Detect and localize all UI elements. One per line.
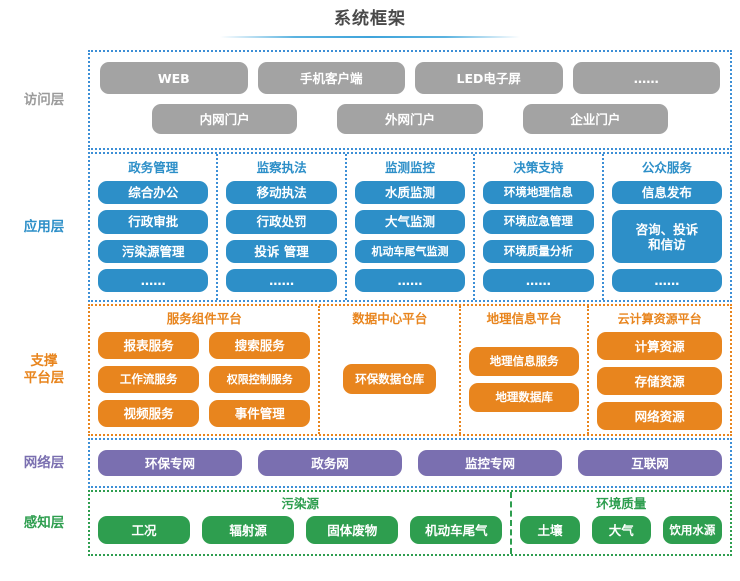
support-item-compute-resource[interactable]: 计算资源 xyxy=(597,332,722,360)
perception-pollution-items: 工况 辐射源 固体废物 机动车尾气 xyxy=(98,514,503,546)
access-item-intranet-portal[interactable]: 内网门户 xyxy=(152,104,298,134)
app-item-more[interactable]: …… xyxy=(483,268,594,292)
layer-row-perception: 感知层 污染源 工况 辐射源 固体废物 机动车尾气 环境质量 土壤 xyxy=(0,490,740,556)
support-column-head: 地理信息平台 xyxy=(486,311,562,326)
app-column-head: 决策支持 xyxy=(513,160,564,175)
access-row-clients: WEB 手机客户端 LED电子屏 …… xyxy=(100,62,720,94)
support-column-head: 云计算资源平台 xyxy=(617,312,702,326)
perception-item-vehicle-exhaust[interactable]: 机动车尾气 xyxy=(410,516,503,544)
app-column-head: 公众服务 xyxy=(641,160,692,175)
support-item-video-service[interactable]: 视频服务 xyxy=(98,400,200,427)
support-item-workflow-service[interactable]: 工作流服务 xyxy=(98,366,200,393)
access-row-portals: 内网门户 外网门户 企业门户 xyxy=(100,104,720,134)
app-item-environment-gis[interactable]: 环境地理信息 xyxy=(483,181,594,205)
support-item-storage-resource[interactable]: 存储资源 xyxy=(597,367,722,395)
app-item-more[interactable]: …… xyxy=(226,268,337,292)
access-item-more[interactable]: …… xyxy=(572,62,720,94)
support-data-center-body: 环保数据仓库 xyxy=(328,332,451,426)
access-layer-section: WEB 手机客户端 LED电子屏 …… 内网门户 外网门户 企业门户 xyxy=(88,50,732,150)
network-item-government-network[interactable]: 政务网 xyxy=(258,450,402,476)
layer-row-network: 网络层 环保专网 政务网 监控专网 互联网 xyxy=(0,438,740,488)
app-item-air-monitoring[interactable]: 大气监测 xyxy=(354,210,466,234)
app-item-mobile-enforcement[interactable]: 移动执法 xyxy=(226,181,337,205)
app-item-complaint-mgmt[interactable]: 投诉 管理 xyxy=(226,239,337,263)
network-row: 环保专网 政务网 监控专网 互联网 xyxy=(98,450,722,476)
app-item-water-quality-monitoring[interactable]: 水质监测 xyxy=(354,181,466,205)
support-column-head: 服务组件平台 xyxy=(166,311,242,326)
perception-item-air[interactable]: 大气 xyxy=(591,516,651,544)
access-item-mobile-client[interactable]: 手机客户端 xyxy=(257,62,405,94)
perception-group-environment-quality: 环境质量 土壤 大气 饮用水源 xyxy=(512,492,730,554)
app-item-comprehensive-office[interactable]: 综合办公 xyxy=(98,181,209,205)
support-item-environment-data-warehouse[interactable]: 环保数据仓库 xyxy=(343,364,437,394)
app-column-government-affairs: 政务管理 综合办公 行政审批 污染源管理 …… xyxy=(90,154,219,300)
app-item-more[interactable]: …… xyxy=(611,268,723,293)
network-layer-section: 环保专网 政务网 监控专网 互联网 xyxy=(88,438,732,488)
perception-item-radiation-source[interactable]: 辐射源 xyxy=(202,516,295,544)
app-item-more[interactable]: …… xyxy=(354,268,466,292)
perception-item-drinking-water-source[interactable]: 饮用水源 xyxy=(662,516,722,544)
perception-item-soil[interactable]: 土壤 xyxy=(520,516,580,544)
app-column-decision-support: 决策支持 环境地理信息 环境应急管理 环境质量分析 …… xyxy=(475,154,604,300)
perception-item-solid-waste[interactable]: 固体废物 xyxy=(306,516,399,544)
network-item-surveillance-private-network[interactable]: 监控专网 xyxy=(418,450,562,476)
layer-row-access: 访问层 WEB 手机客户端 LED电子屏 …… 内网门户 外网门户 企业门户 xyxy=(0,50,740,150)
application-layer-section: 政务管理 综合办公 行政审批 污染源管理 …… 监察执法 移动执法 行政处罚 投… xyxy=(88,152,732,302)
app-column-public-service: 公众服务 信息发布 咨询、投诉 和信访 …… xyxy=(604,154,730,300)
access-item-enterprise-portal[interactable]: 企业门户 xyxy=(522,104,668,134)
app-item-pollution-source-mgmt[interactable]: 污染源管理 xyxy=(98,239,209,263)
perception-group-pollution-source: 污染源 工况 辐射源 固体废物 机动车尾气 xyxy=(90,492,513,554)
perception-quality-items: 土壤 大气 饮用水源 xyxy=(520,514,722,546)
layer-row-support: 支撑 平台层 服务组件平台 报表服务 搜索服务 工作流服务 权限控制服务 视频服… xyxy=(0,304,740,436)
page-title: 系统框架 xyxy=(334,9,406,29)
support-layer-section: 服务组件平台 报表服务 搜索服务 工作流服务 权限控制服务 视频服务 事件管理 … xyxy=(88,304,732,436)
perception-group-head: 污染源 xyxy=(281,496,319,511)
access-item-extranet-portal[interactable]: 外网门户 xyxy=(337,104,483,134)
layer-label-support: 支撑 平台层 xyxy=(23,353,65,386)
support-service-grid: 报表服务 搜索服务 工作流服务 权限控制服务 视频服务 事件管理 xyxy=(98,332,311,427)
support-item-search-service[interactable]: 搜索服务 xyxy=(209,332,311,359)
support-cloud-body: 计算资源 存储资源 网络资源 xyxy=(597,332,722,430)
perception-layer-section: 污染源 工况 辐射源 固体废物 机动车尾气 环境质量 土壤 大气 饮用水源 xyxy=(88,490,732,556)
support-item-permission-control-service[interactable]: 权限控制服务 xyxy=(209,366,311,393)
app-column-head: 政务管理 xyxy=(128,160,179,175)
support-item-gis-service[interactable]: 地理信息服务 xyxy=(469,346,580,376)
app-item-consult-complaint-petition[interactable]: 咨询、投诉 和信访 xyxy=(611,210,723,263)
perception-item-working-condition[interactable]: 工况 xyxy=(98,516,191,544)
support-column-service-components: 服务组件平台 报表服务 搜索服务 工作流服务 权限控制服务 视频服务 事件管理 xyxy=(90,306,321,434)
support-item-geo-database[interactable]: 地理数据库 xyxy=(469,382,580,412)
diagram-title-block: 系统框架 xyxy=(0,8,740,38)
app-item-environment-emergency-mgmt[interactable]: 环境应急管理 xyxy=(483,210,594,234)
access-item-web[interactable]: WEB xyxy=(100,62,248,94)
layer-label-application: 应用层 xyxy=(23,218,65,235)
support-item-report-service[interactable]: 报表服务 xyxy=(98,332,200,359)
app-item-more[interactable]: …… xyxy=(98,268,209,292)
layer-label-perception: 感知层 xyxy=(23,514,65,531)
app-column-head: 监察执法 xyxy=(256,160,307,175)
layer-label-network: 网络层 xyxy=(23,454,65,471)
app-item-administrative-penalty[interactable]: 行政处罚 xyxy=(226,210,337,234)
support-item-event-mgmt[interactable]: 事件管理 xyxy=(209,400,311,427)
app-item-administrative-approval[interactable]: 行政审批 xyxy=(98,210,209,234)
support-column-cloud-resources: 云计算资源平台 计算资源 存储资源 网络资源 xyxy=(589,306,730,434)
title-underline-rule xyxy=(220,36,520,38)
perception-group-head: 环境质量 xyxy=(596,496,647,511)
app-item-information-release[interactable]: 信息发布 xyxy=(611,181,723,205)
app-column-inspection-enforcement: 监察执法 移动执法 行政处罚 投诉 管理 …… xyxy=(218,154,347,300)
network-item-internet[interactable]: 互联网 xyxy=(578,450,722,476)
support-column-head: 数据中心平台 xyxy=(352,311,428,326)
network-item-environment-private-network[interactable]: 环保专网 xyxy=(98,450,242,476)
app-item-vehicle-exhaust-monitoring[interactable]: 机动车尾气监测 xyxy=(354,239,466,263)
app-item-environment-quality-analysis[interactable]: 环境质量分析 xyxy=(483,239,594,263)
layer-row-application: 应用层 政务管理 综合办公 行政审批 污染源管理 …… 监察执法 移动执法 行政… xyxy=(0,152,740,302)
support-column-data-center: 数据中心平台 环保数据仓库 xyxy=(320,306,462,434)
support-column-gis-platform: 地理信息平台 地理信息服务 地理数据库 xyxy=(461,306,590,434)
access-item-led-screen[interactable]: LED电子屏 xyxy=(415,62,563,94)
app-column-head: 监测监控 xyxy=(385,160,436,175)
layer-label-access: 访问层 xyxy=(23,91,65,108)
app-column-monitoring: 监测监控 水质监测 大气监测 机动车尾气监测 …… xyxy=(347,154,476,300)
architecture-diagram: 访问层 WEB 手机客户端 LED电子屏 …… 内网门户 外网门户 企业门户 应… xyxy=(0,50,740,556)
support-gis-body: 地理信息服务 地理数据库 xyxy=(469,332,580,426)
support-item-network-resource[interactable]: 网络资源 xyxy=(597,402,722,430)
